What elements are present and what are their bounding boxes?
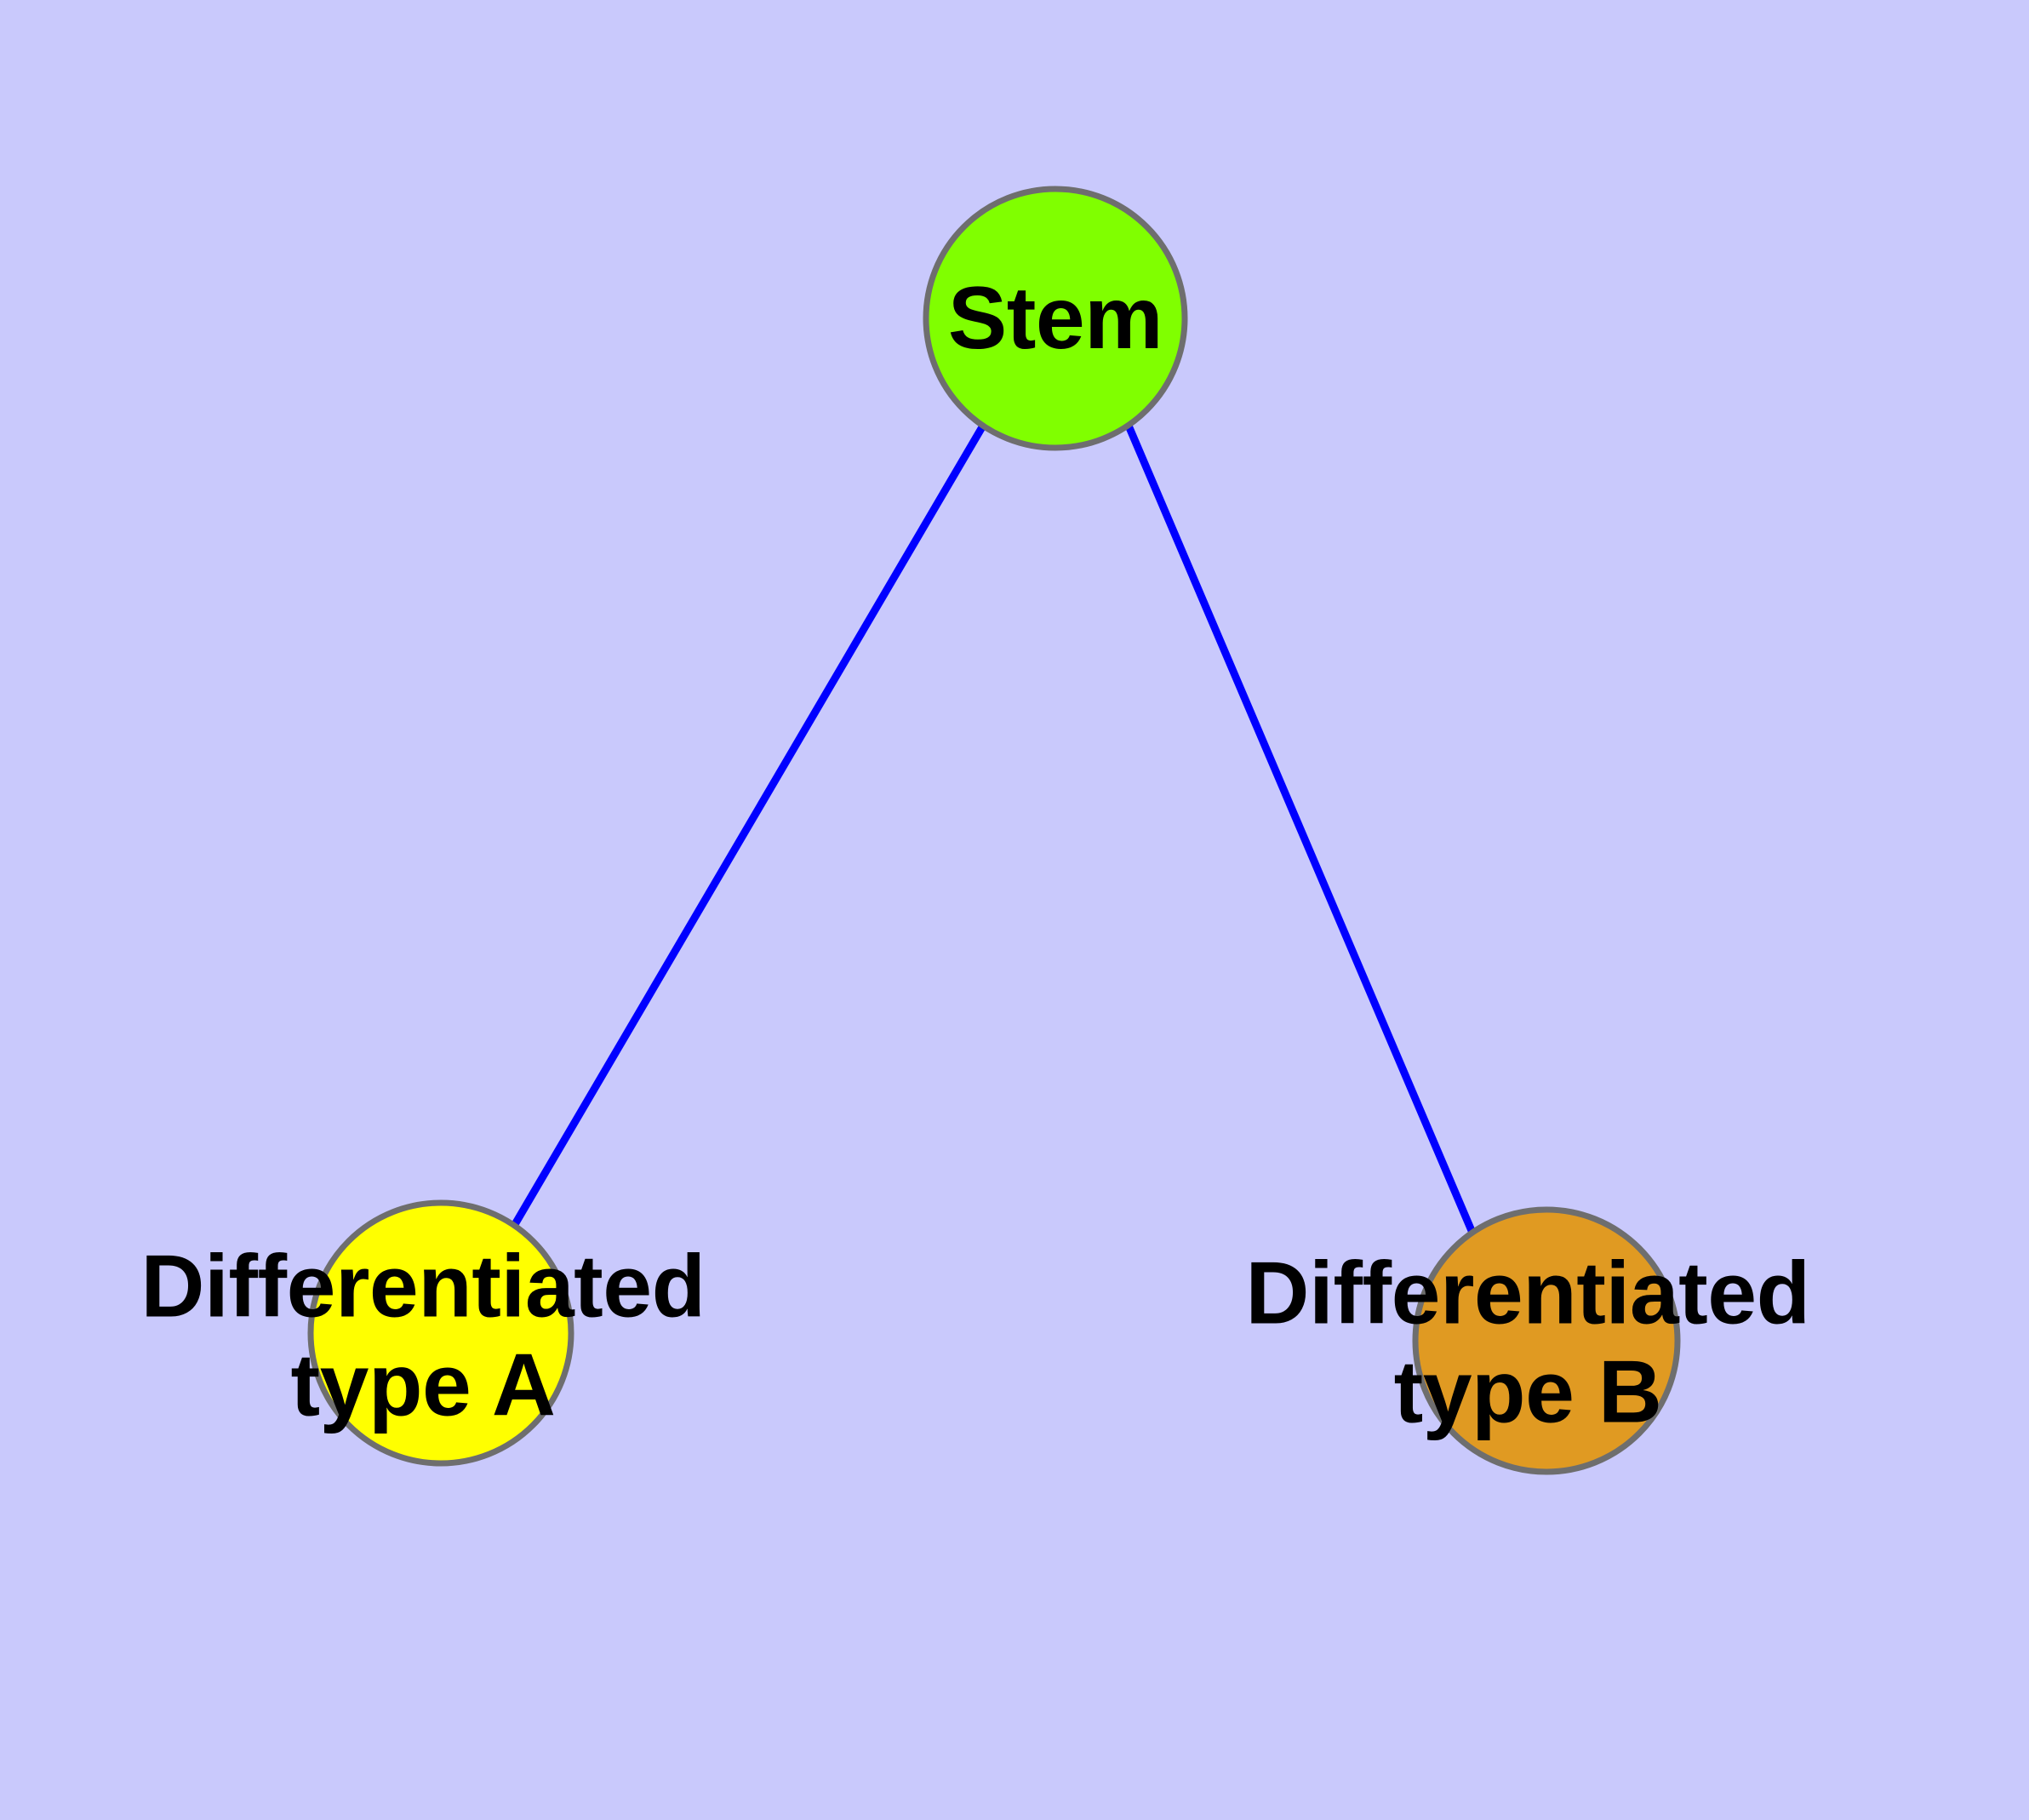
edge-stem-to-diff-a xyxy=(511,423,986,1228)
node-differentiated-type-a[interactable] xyxy=(307,1199,574,1467)
edge-layer xyxy=(511,423,1477,1234)
node-stem[interactable] xyxy=(923,186,1188,451)
node-layer xyxy=(307,186,1681,1475)
node-differentiated-type-b[interactable] xyxy=(1412,1206,1681,1475)
edge-stem-to-diff-b xyxy=(1124,424,1477,1234)
